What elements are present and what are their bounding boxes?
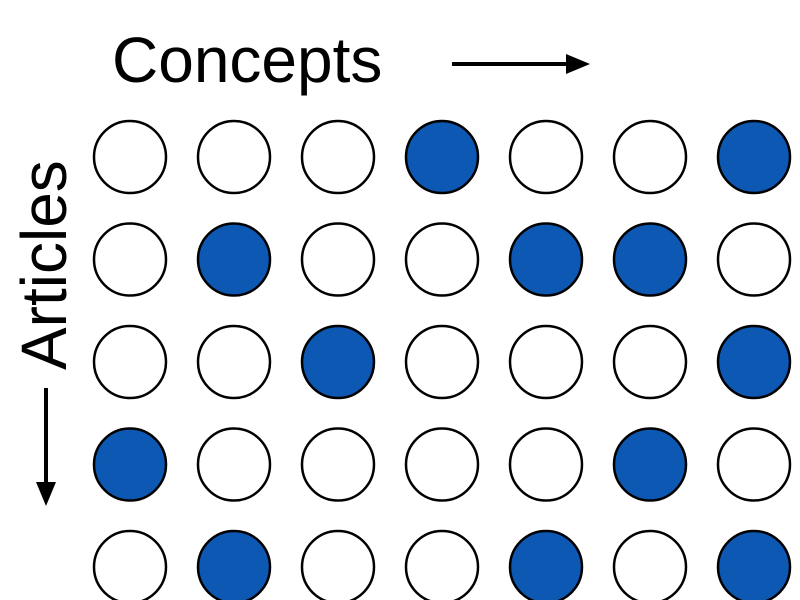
filled-dot-r4-c1 — [92, 427, 168, 502]
empty-dot-r1-c2 — [196, 119, 272, 195]
filled-dot-r3-c3 — [300, 324, 376, 400]
filled-dot-r2-c2 — [196, 222, 272, 297]
empty-dot-r1-c1 — [92, 119, 168, 195]
filled-dot-r5-c5 — [508, 529, 584, 600]
empty-dot-r4-c3 — [300, 427, 376, 502]
article-row-2 — [92, 222, 792, 297]
empty-dot-r4-c2 — [196, 427, 272, 502]
articles-arrow-icon — [36, 388, 56, 506]
empty-dot-r5-c3 — [300, 529, 376, 600]
filled-dot-r3-c7 — [716, 324, 792, 400]
empty-dot-r3-c6 — [612, 324, 688, 400]
article-row-4 — [92, 427, 792, 502]
concepts-axis-label: Concepts — [112, 24, 382, 96]
empty-dot-r3-c5 — [508, 324, 584, 400]
filled-dot-r2-c6 — [612, 222, 688, 297]
filled-dot-r2-c5 — [508, 222, 584, 297]
article-row-5 — [92, 529, 792, 600]
filled-dot-r1-c7 — [716, 119, 792, 195]
filled-dot-r4-c6 — [612, 427, 688, 502]
empty-dot-r1-c6 — [612, 119, 688, 195]
empty-dot-r1-c3 — [300, 119, 376, 195]
empty-dot-r2-c3 — [300, 222, 376, 297]
empty-dot-r4-c4 — [404, 427, 480, 502]
empty-dot-r5-c1 — [92, 529, 168, 600]
empty-dot-r3-c1 — [92, 324, 168, 400]
empty-dot-r5-c6 — [612, 529, 688, 600]
empty-dot-r4-c7 — [716, 427, 792, 502]
empty-dot-r3-c4 — [404, 324, 480, 400]
empty-dot-r2-c1 — [92, 222, 168, 297]
empty-dot-r2-c4 — [404, 222, 480, 297]
matrix-grid — [92, 119, 792, 600]
empty-dot-r1-c5 — [508, 119, 584, 195]
filled-dot-r5-c7 — [716, 529, 792, 600]
concepts-arrow-icon — [452, 54, 590, 74]
filled-dot-r1-c4 — [404, 119, 480, 195]
filled-dot-r5-c2 — [196, 529, 272, 600]
empty-dot-r4-c5 — [508, 427, 584, 502]
empty-dot-r3-c2 — [196, 324, 272, 400]
article-row-3 — [92, 324, 792, 400]
empty-dot-r5-c4 — [404, 529, 480, 600]
article-row-1 — [92, 119, 792, 195]
articles-axis-label: Articles — [8, 160, 80, 370]
empty-dot-r2-c7 — [716, 222, 792, 297]
